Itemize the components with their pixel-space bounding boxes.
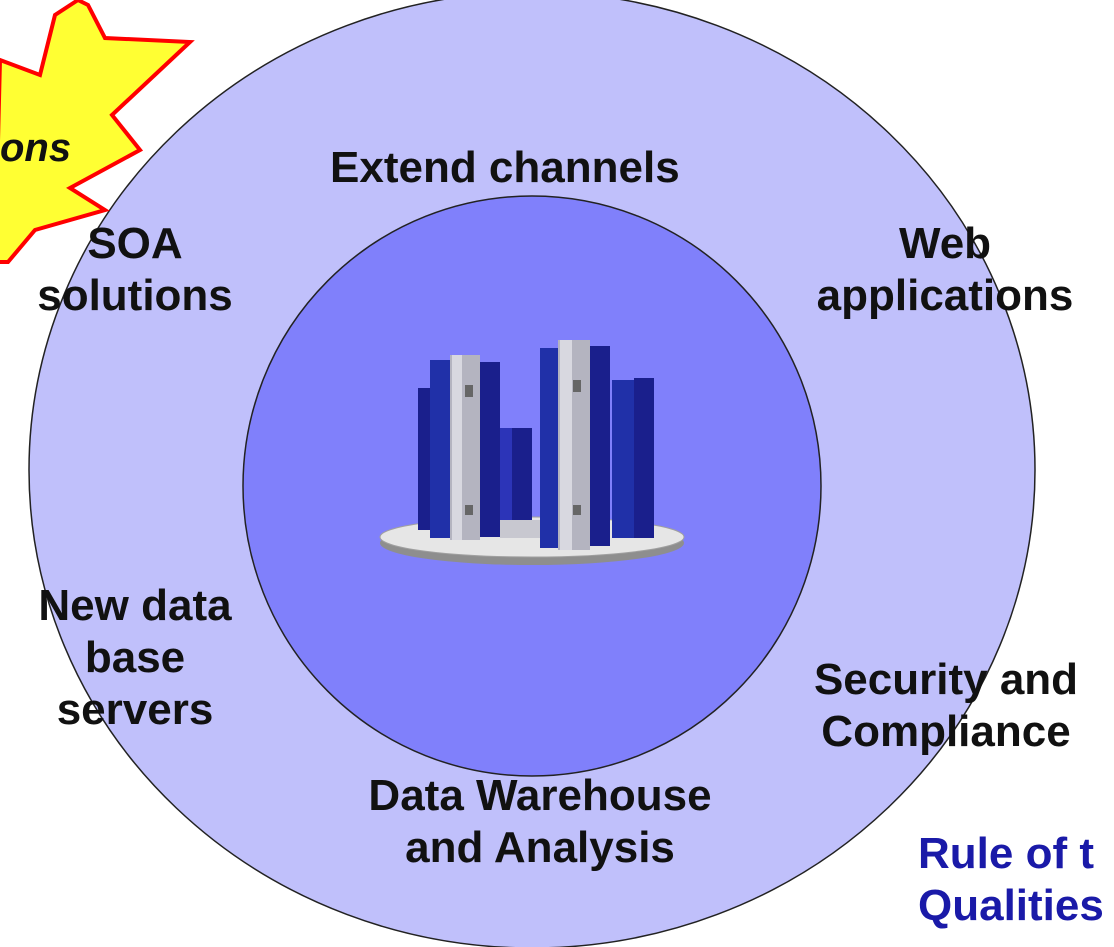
label-new-database-servers: New data base servers: [4, 580, 266, 736]
explosion-burst-icon: [0, 0, 195, 264]
label-rule-of-qualities: Rule of t Qualities: [918, 828, 1114, 932]
soa-line-1: SOA: [87, 219, 183, 268]
security-line-2: Compliance: [821, 707, 1071, 756]
newdata-line-1: New data: [38, 581, 232, 630]
dw-line-1: Data Warehouse: [368, 771, 712, 820]
web-line-1: Web: [898, 219, 992, 268]
server-cluster-icon: [379, 340, 685, 565]
label-soa-solutions: SOA solutions: [4, 218, 266, 322]
rule-line-1: Rule of t: [918, 829, 1094, 878]
soa-line-2: solutions: [37, 271, 233, 320]
label-security-compliance: Security and Compliance: [778, 654, 1114, 758]
newdata-line-2: base: [84, 633, 186, 682]
newdata-line-3: servers: [56, 685, 214, 734]
burst-text: ons: [0, 126, 72, 170]
label-data-warehouse: Data Warehouse and Analysis: [320, 770, 760, 874]
dw-line-2: and Analysis: [405, 823, 675, 872]
label-web-applications: Web applications: [790, 218, 1100, 322]
rule-line-2: Qualities: [918, 881, 1104, 930]
web-line-2: applications: [816, 271, 1074, 320]
security-line-1: Security and: [813, 655, 1079, 704]
label-extend-channels: Extend channels: [330, 143, 680, 192]
